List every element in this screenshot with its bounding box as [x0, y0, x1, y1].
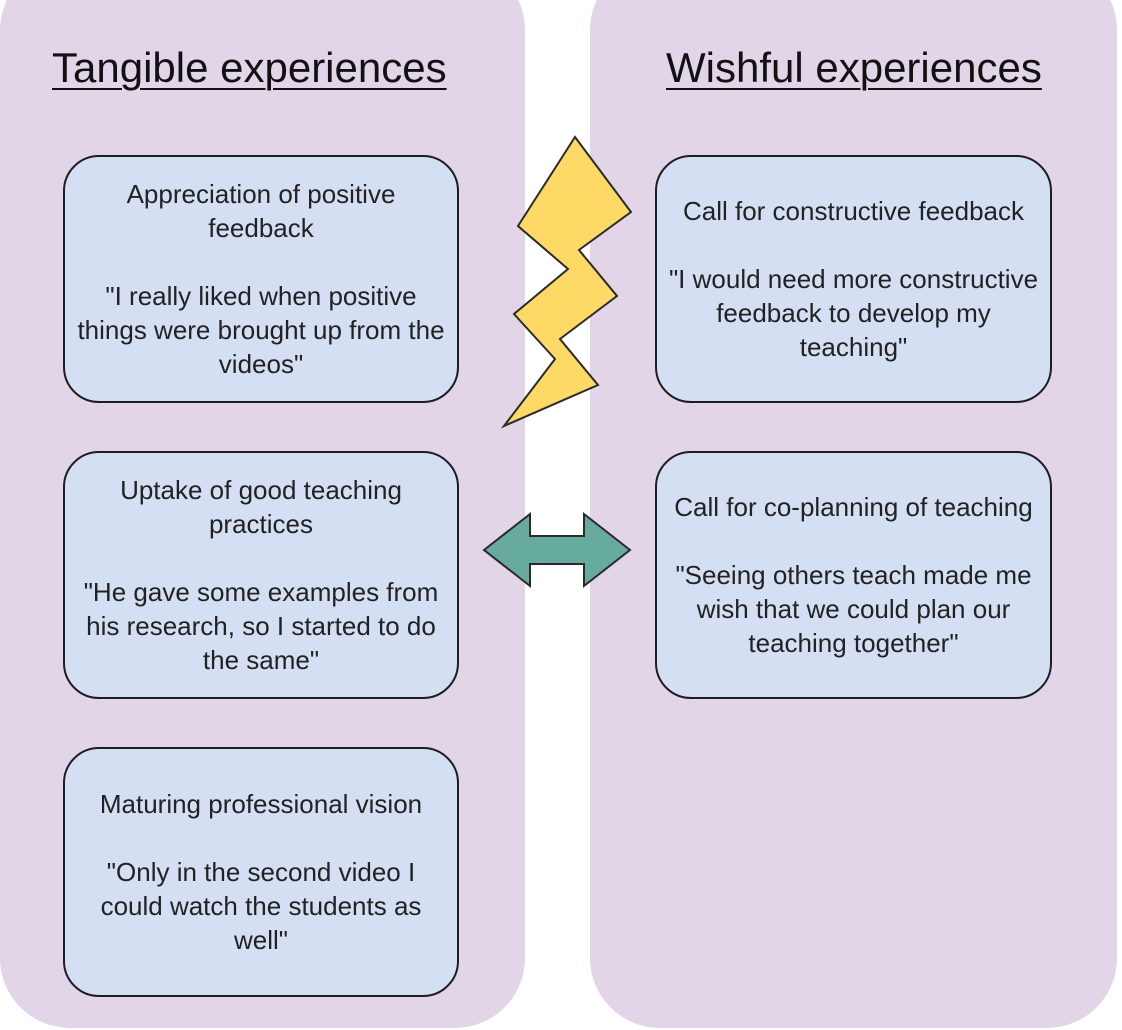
card-uptake-of-good-teaching-practices: Uptake of good teaching practices "He ga… [63, 451, 459, 699]
card-call-for-co-planning-of-teaching: Call for co-planning of teaching "Seeing… [655, 451, 1052, 699]
wishful-experiences-title: Wishful experiences [666, 44, 1042, 91]
card-maturing-professional-vision: Maturing professional vision "Only in th… [63, 747, 459, 997]
card-heading: Call for co-planning of teaching [674, 492, 1033, 522]
tangible-experiences-title: Tangible experiences [52, 44, 447, 91]
card-appreciation-of-positive-feedback: Appreciation of positive feedback "I rea… [63, 155, 459, 403]
card-heading: Call for constructive feedback [682, 196, 1025, 226]
card-quote: "I would need more constructive feedback… [668, 264, 1039, 362]
card-call-for-constructive-feedback: Call for constructive feedback "I would … [655, 155, 1052, 403]
card-quote: "Seeing others teach made me wish that w… [675, 560, 1032, 658]
card-quote: "Only in the second video I could watch … [100, 857, 422, 955]
card-heading: Appreciation of positive feedback [126, 179, 396, 243]
card-heading: Uptake of good teaching practices [120, 475, 402, 539]
card-quote: "He gave some examples from his research… [83, 577, 439, 675]
card-quote: "I really liked when positive things wer… [77, 281, 445, 379]
card-heading: Maturing professional vision [99, 789, 423, 819]
